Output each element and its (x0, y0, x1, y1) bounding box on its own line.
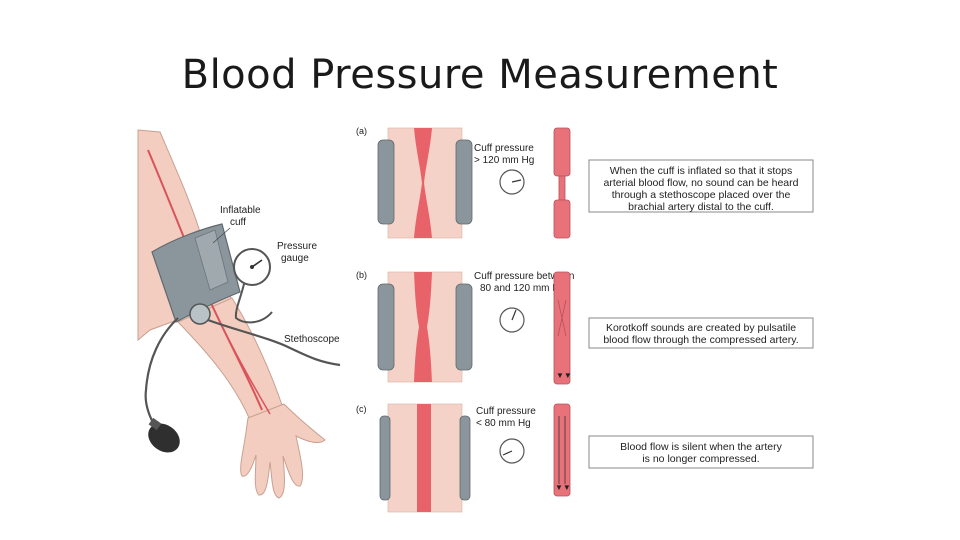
panel-a-desc-1: When the cuff is inflated so that it sto… (610, 165, 793, 177)
panel-b-desc-2: blood flow through the compressed artery… (603, 334, 798, 346)
panel-b-pressure-1: Cuff pressure between (474, 271, 574, 282)
arm-illustration: Inflatable cuff Pressure gauge Stethosco… (137, 129, 341, 499)
panel-c: (c) Cuff pressure < 80 mm Hg ▼▼ Blood fl… (356, 403, 814, 513)
panel-a: (a) Cuff pressure > 120 mm Hg When the c… (356, 126, 814, 239)
panel-c-tag: (c) (356, 404, 367, 414)
panel-c-flow-arrows: ▼▼ (555, 483, 571, 492)
panel-c-desc-2: is no longer compressed. (642, 453, 759, 465)
panel-a-pressure-2: > 120 mm Hg (474, 155, 534, 166)
hand (240, 403, 326, 499)
gauge-tube (234, 283, 273, 324)
bulb-tube (144, 317, 179, 429)
panel-a-desc-2: arterial blood flow, no sound can be hea… (604, 177, 799, 189)
inflation-bulb (148, 423, 180, 453)
panel-c-description-box (588, 435, 814, 469)
stethoscope-tube (207, 318, 341, 367)
slide-title: Blood Pressure Measurement (181, 52, 779, 98)
arm-artery-branch (211, 304, 271, 415)
panel-c-pressure-1: Cuff pressure (476, 406, 536, 417)
panel-a-tag: (a) (356, 126, 367, 136)
cuff-velcro (194, 229, 229, 291)
label-inflatable-cuff-1: Inflatable (220, 205, 261, 216)
panel-a-desc-4: brachial artery distal to the cuff. (628, 201, 774, 213)
panel-b-desc-1: Korotkoff sounds are created by pulsatil… (606, 322, 796, 334)
label-inflatable-cuff-2: cuff (230, 217, 246, 228)
label-stethoscope: Stethoscope (284, 334, 340, 345)
panel-c-desc-1: Blood flow is silent when the artery (620, 441, 782, 453)
panel-a-artery (414, 128, 432, 238)
label-pressure-gauge-1: Pressure (277, 241, 317, 252)
panel-b-tag: (b) (356, 270, 367, 280)
panel-a-desc-3: through a stethoscope placed over the (612, 189, 791, 201)
panel-b-artery (414, 272, 432, 382)
panel-c-pressure-2: < 80 mm Hg (476, 418, 531, 429)
label-pressure-gauge-2: gauge (281, 253, 309, 264)
panel-a-gauge (499, 169, 525, 195)
panel-b-flow-arrows: ▼▼ (556, 371, 572, 380)
stethoscope-head (189, 303, 211, 325)
panel-a-description-box (588, 159, 814, 213)
panel-a-pressure-1: Cuff pressure (474, 143, 534, 154)
panel-c-artery (417, 404, 431, 512)
panel-b: (b) Cuff pressure between 80 and 120 mm … (356, 270, 814, 385)
panel-b-pressure-2: 80 and 120 mm Hg (480, 283, 565, 294)
panel-b-description-box (588, 317, 814, 349)
